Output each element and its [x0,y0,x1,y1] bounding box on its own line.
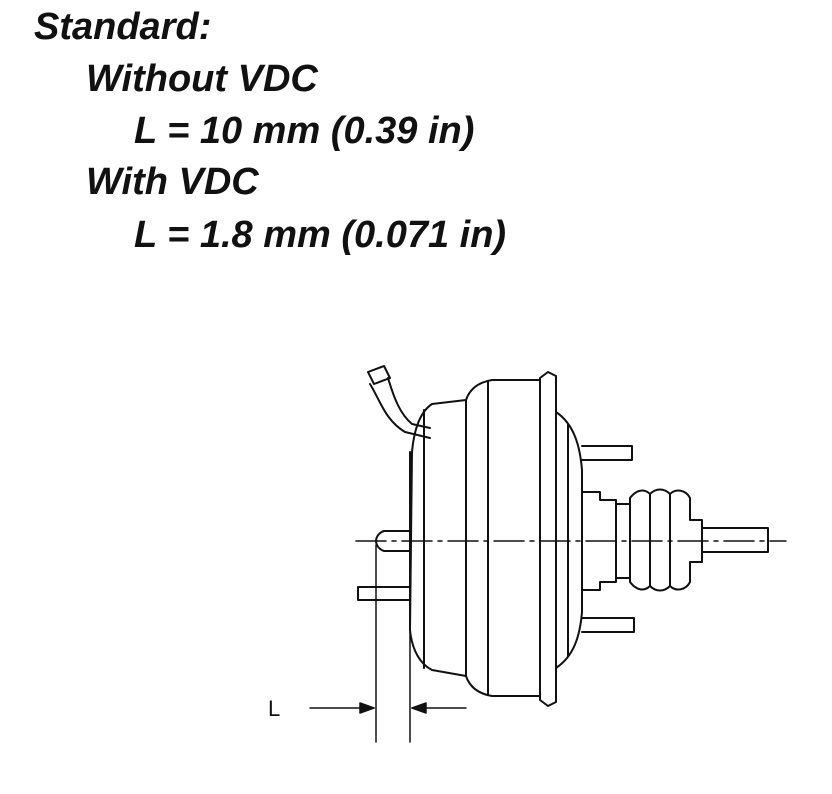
push-rod [701,527,769,553]
booster-main-shell [465,379,541,697]
left-stud-upper [375,530,411,552]
left-stud-lower [357,586,411,601]
standard-heading: Standard: [34,6,212,48]
booster-front-shell [555,411,583,669]
booster-flange [539,371,557,707]
mounting-stud-upper [581,445,633,461]
without-vdc-value: L = 10 mm (0.39 in) [134,110,475,152]
booster-rear-shell [409,399,467,677]
dimension-arrow-right [411,702,467,714]
without-vdc-heading: Without VDC [86,58,318,100]
with-vdc-value: L = 1.8 mm (0.071 in) [134,214,507,256]
mounting-stud-lower [581,617,635,633]
boot-bellows [629,488,703,592]
dimension-arrow-left [309,702,375,714]
dimension-label-l: L [268,696,280,721]
vacuum-hose-fitting [367,365,431,439]
with-vdc-heading: With VDC [86,161,259,203]
